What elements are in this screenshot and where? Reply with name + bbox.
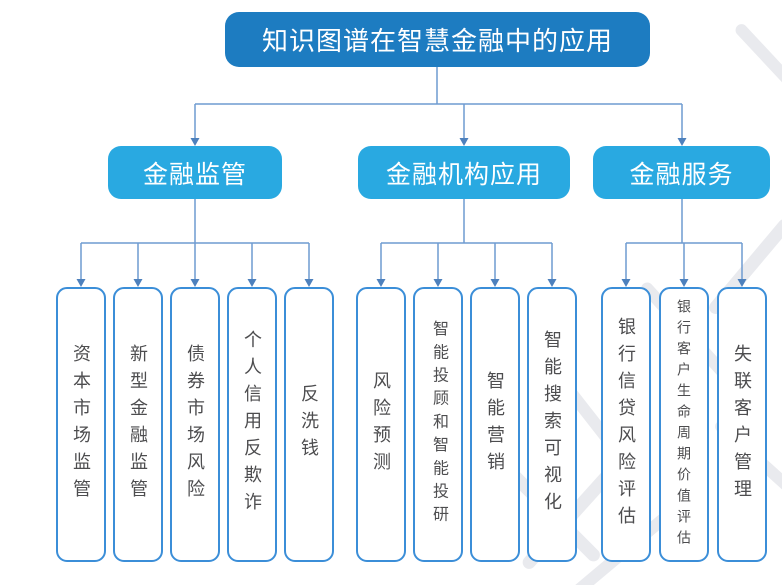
leaf-node-anti-money-laundering: 反洗钱 [284, 287, 334, 562]
leaf-label: 银行客户生命周期价值评估 [676, 298, 692, 551]
leaf-label: 反洗钱 [299, 384, 319, 465]
leaf-label: 风险预测 [371, 370, 391, 479]
root-node-knowledge-graph-smart-finance: 知识图谱在智慧金融中的应用 [225, 12, 650, 67]
root-node-label: 知识图谱在智慧金融中的应用 [261, 26, 613, 56]
leaf-node-lost-customer-management: 失联客户管理 [717, 287, 767, 562]
leaf-node-smart-advisory-and-research: 智能投顾和智能投研 [413, 287, 463, 562]
leaf-node-risk-prediction: 风险预测 [356, 287, 406, 562]
leaf-node-capital-market-regulation: 资本市场监管 [56, 287, 106, 562]
leaf-node-smart-marketing: 智能营销 [470, 287, 520, 562]
leaf-label: 失联客户管理 [732, 343, 752, 506]
leaf-label: 智能搜索可视化 [542, 330, 562, 519]
leaf-node-new-financial-regulation: 新型金融监管 [113, 287, 163, 562]
leaf-label: 智能投顾和智能投研 [430, 320, 447, 529]
leaf-label: 资本市场监管 [71, 343, 91, 506]
leaf-node-bank-credit-risk-assessment: 银行信贷风险评估 [601, 287, 651, 562]
leaf-node-bond-market-risk: 债券市场风险 [170, 287, 220, 562]
leaf-node-bank-customer-lifecycle-value-assessment: 银行客户生命周期价值评估 [659, 287, 709, 562]
branch-label: 金融监管 [142, 160, 247, 189]
leaf-label: 银行信贷风险评估 [616, 316, 636, 533]
branch-label: 金融服务 [629, 160, 734, 189]
leaf-label: 债券市场风险 [185, 343, 205, 506]
leaf-node-personal-credit-antifraud: 个人信用反欺诈 [227, 287, 277, 562]
branch-node-financial-institution-applications: 金融机构应用 [358, 146, 570, 199]
leaf-node-smart-search-visualization: 智能搜索可视化 [527, 287, 577, 562]
leaf-label: 智能营销 [485, 370, 505, 479]
branch-node-financial-services: 金融服务 [593, 146, 770, 199]
leaf-label: 个人信用反欺诈 [242, 330, 262, 519]
branch-label: 金融机构应用 [385, 160, 542, 189]
leaf-label: 新型金融监管 [128, 343, 148, 506]
branch-node-financial-regulation: 金融监管 [108, 146, 282, 199]
